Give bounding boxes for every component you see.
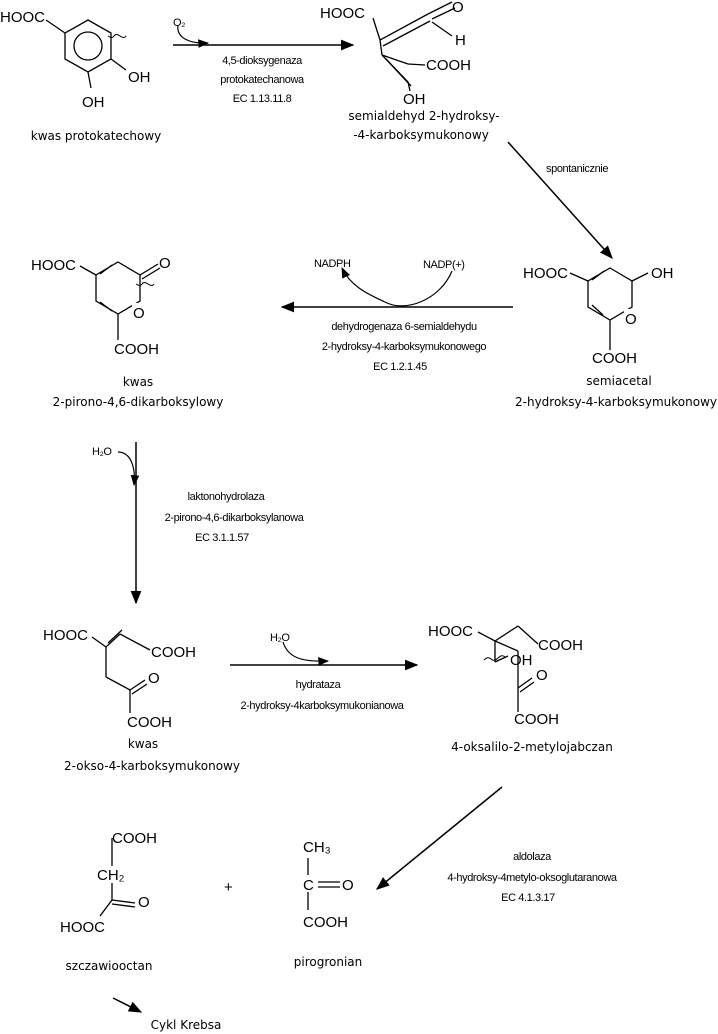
hydrogen-label: H (455, 32, 466, 49)
enzyme-name: hydrataza (296, 679, 342, 691)
cooh-label: COOH (514, 711, 559, 728)
compound-oxo-carboxymuconate: HOOC COOH O COOH kwas 2-okso-4-karboksym… (43, 627, 240, 773)
reaction-arrow-4: H₂O laktonohydrolaza 2-pirono-4,6-dikarb… (92, 442, 305, 605)
ch3-label: CH₃ (303, 839, 331, 856)
cofactor-label: H₂O (270, 632, 290, 644)
compound-protocatechuate: HOOC OH OH kwas protokatechowy (0, 9, 161, 143)
oxygen-label: O (148, 670, 160, 687)
cooh-label: COOH (303, 914, 348, 931)
oxygen-label: O (138, 894, 150, 911)
compound-name: 2-okso-4-karboksymukonowy (64, 759, 240, 773)
ec-number: EC 4.1.3.17 (501, 892, 555, 904)
krebs-cycle-label: Cykl Krebsa (151, 1018, 222, 1032)
compound-pyruvate: CH₃ C O COOH pirogronian (294, 839, 363, 969)
ring-oxygen-label: O (133, 305, 145, 322)
enzyme-name: 4-hydroksy-4metylo-oksoglutaranowa (447, 872, 617, 884)
reaction-arrow-6: aldolaza 4-hydroksy-4metylo-oksoglutaran… (375, 786, 618, 904)
enzyme-name: 2-hydroksy-4-karboksymukonowego (322, 341, 487, 353)
enzyme-name: 2-pirono-4,6-dikarboksylanowa (165, 512, 305, 524)
compound-name: semiacetal (586, 374, 651, 388)
compound-name: kwas (128, 737, 158, 751)
enzyme-name: 4,5-dioksygenaza (222, 55, 303, 67)
compound-semiacetal: HOOC OH O COOH semiacetal 2-hydroksy-4-k… (515, 265, 717, 409)
compound-name: -4-karboksymukonowy (353, 128, 489, 142)
enzyme-name: protokatechanowa (220, 74, 305, 86)
reaction-arrow-1: O₂ 4,5-dioksygenaza protokatechanowa EC … (173, 17, 355, 105)
cooh-label: COOH (538, 637, 583, 654)
cofactor-label: NADPH (314, 258, 351, 270)
cooh-label: HOOC (428, 623, 473, 640)
compound-name: szczawiooctan (66, 959, 153, 973)
enzyme-name: dehydrogenaza 6-semialdehydu (331, 321, 477, 333)
oh-label: OH (82, 94, 105, 111)
compound-semialdehyde: HOOC O H COOH OH semialdehyd 2-hydroksy-… (320, 0, 500, 142)
cofactor-label: NADP(+) (423, 259, 465, 271)
enzyme-name: aldolaza (513, 851, 552, 863)
ring-oxygen-label: O (625, 311, 637, 328)
plus-sign: + (224, 879, 233, 896)
compound-name: 2-hydroksy-4-karboksymukonowy (515, 395, 717, 409)
cooh-label: COOH (114, 341, 159, 358)
cooh-label: HOOC (523, 265, 568, 282)
enzyme-name: 2-hydroksy-4karboksymukonianowa (240, 700, 404, 712)
oh-label: OH (651, 265, 674, 282)
oxygen-label: O (342, 877, 354, 894)
compound-oxalyl-methylmalate: HOOC COOH OH O COOH 4-oksalilo-2-metyloj… (428, 623, 613, 754)
oxygen-label: O (536, 667, 548, 684)
cofactor-label: O₂ (173, 17, 185, 29)
compound-name: 4-oksalilo-2-metylojabczan (451, 740, 613, 754)
cofactor-label: H₂O (92, 446, 112, 458)
spontaneous-label: spontanicznie (546, 163, 608, 175)
krebs-arrow: Cykl Krebsa (112, 997, 222, 1032)
ch2-label: CH₂ (97, 867, 125, 884)
ec-number: EC 1.13.11.8 (233, 93, 292, 105)
cooh-label: HOOC (0, 9, 45, 26)
compound-pyrone: HOOC O O COOH kwas 2-pirono-4,6-dikarbok… (31, 255, 223, 409)
reaction-arrow-3: NADPH NADP(+) dehydrogenaza 6-semialdehy… (280, 258, 513, 373)
oxygen-label: O (452, 0, 464, 16)
cooh-label: COOH (426, 57, 471, 74)
enzyme-name: laktonohydrolaza (188, 491, 266, 503)
oh-label: OH (510, 652, 533, 669)
cooh-label: COOH (112, 830, 157, 847)
cooh-label: HOOC (43, 627, 88, 644)
reaction-arrow-5: H₂O hydrataza 2-hydroksy-4karboksymukoni… (230, 632, 419, 712)
ec-number: EC 1.2.1.45 (373, 361, 427, 373)
cooh-label: COOH (592, 350, 637, 367)
oxygen-label: O (159, 255, 171, 272)
compound-name: semialdehyd 2-hydroksy- (348, 109, 499, 123)
compound-oxaloacetate: COOH CH₂ O HOOC szczawiooctan (60, 830, 157, 973)
cooh-label: COOH (151, 644, 196, 661)
oh-label: OH (403, 91, 426, 108)
cooh-label: HOOC (31, 257, 76, 274)
carbon-label: C (303, 877, 314, 894)
ec-number: EC 3.1.1.57 (195, 532, 249, 544)
cooh-label: COOH (127, 714, 172, 731)
cooh-label: HOOC (320, 5, 365, 22)
compound-name: 2-pirono-4,6-dikarboksylowy (53, 395, 224, 409)
reaction-arrow-2: spontanicznie (507, 141, 613, 260)
oh-label: OH (128, 69, 151, 86)
compound-name: pirogronian (294, 955, 363, 969)
compound-name: kwas protokatechowy (31, 129, 162, 143)
benzene-ring (45, 19, 127, 89)
cooh-label: HOOC (60, 919, 105, 936)
compound-name: kwas (123, 375, 153, 389)
